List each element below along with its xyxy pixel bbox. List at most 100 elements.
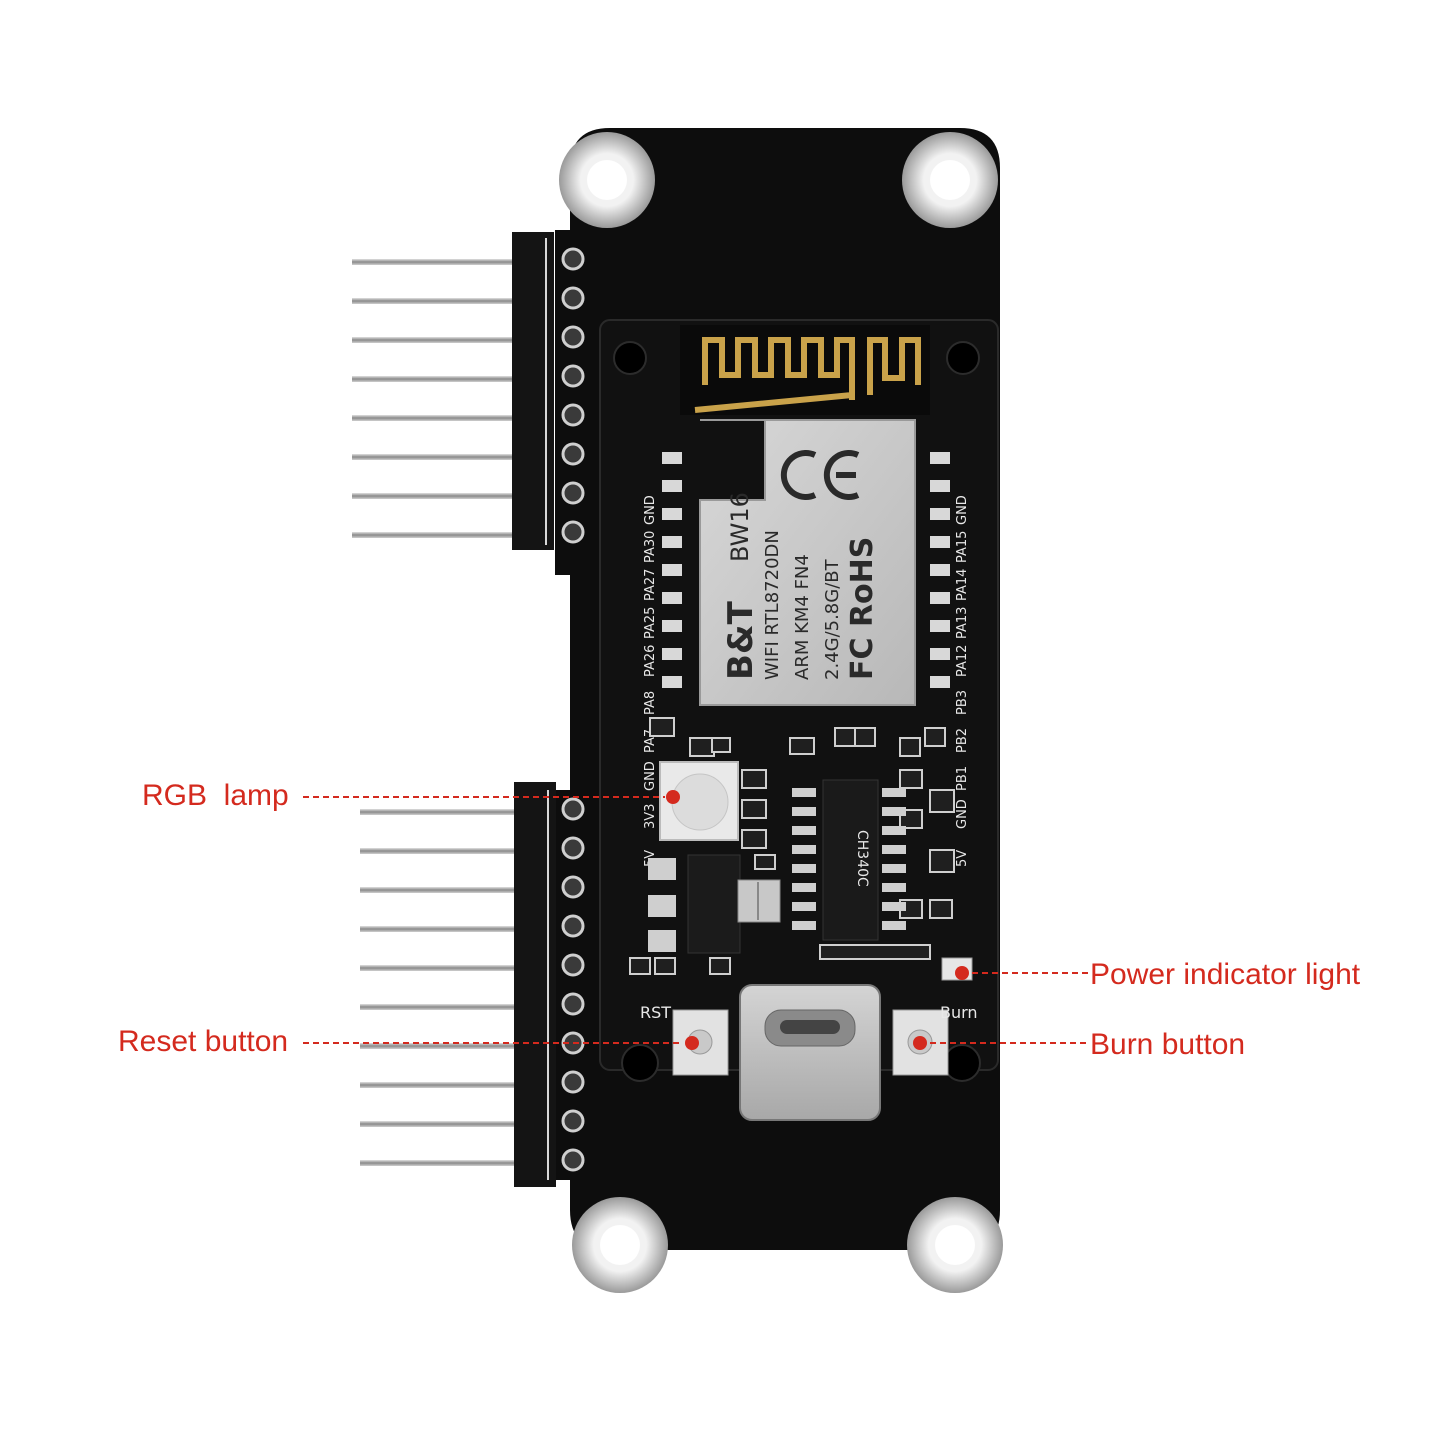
smd-part <box>741 829 767 849</box>
chip-leg <box>792 902 816 911</box>
chip-leg <box>882 883 906 892</box>
header-pin <box>352 493 512 499</box>
chip-leg <box>792 807 816 816</box>
smd-part <box>654 957 676 975</box>
usb-serial-chip: CH340C <box>822 779 879 941</box>
smd-part <box>649 717 675 737</box>
header-pin <box>360 1004 514 1010</box>
smd-part <box>689 737 715 757</box>
pin-label: PA30 <box>643 531 658 563</box>
smd-part <box>741 769 767 789</box>
module-pad <box>930 564 950 576</box>
pin-label: PA26 <box>643 645 658 677</box>
ce-mark-icon <box>780 450 860 500</box>
usb-c-connector[interactable] <box>739 984 881 1121</box>
mounting-hole-top-left <box>559 132 655 228</box>
smd-part <box>709 957 731 975</box>
module-pad <box>930 480 950 492</box>
pin-label: PA27 <box>643 569 658 601</box>
header-pin <box>352 415 512 421</box>
chip-leg <box>882 921 906 930</box>
module-pad <box>662 452 682 464</box>
callout-power-indicator <box>955 966 1088 980</box>
module-pad <box>930 592 950 604</box>
chip-leg <box>792 921 816 930</box>
header-pin <box>360 1082 514 1088</box>
pin-label: PA14 <box>955 569 970 601</box>
callout-burn-button <box>913 1036 1088 1050</box>
label-reset-button: Reset button <box>118 1025 289 1058</box>
callout-reset-button <box>303 1036 699 1050</box>
header-pin <box>352 376 512 382</box>
ic-mark: CH340C <box>854 830 870 887</box>
smd-part <box>629 957 651 975</box>
chip-leg <box>882 788 906 797</box>
pin-label: 3V3 <box>643 804 658 829</box>
chip-legs <box>792 788 906 930</box>
module-pad <box>662 648 682 660</box>
label-power-indicator: Power indicator light <box>1090 958 1361 991</box>
pin-label: GND <box>643 495 658 525</box>
module-band-line: 2.4G/5.8G/BT <box>822 558 843 680</box>
chip-leg <box>792 845 816 854</box>
header-pin <box>360 965 514 971</box>
header-pin <box>352 454 512 460</box>
pin-label: PA13 <box>955 607 970 639</box>
burn-button[interactable] <box>892 1009 949 1076</box>
smd-part <box>854 727 876 747</box>
smd-part <box>929 849 955 873</box>
voltage-regulator <box>648 854 741 954</box>
header-pin-pad <box>561 836 585 860</box>
header-pin-pad <box>561 1148 585 1172</box>
pin-label: GND <box>955 799 970 829</box>
header-pin-pad <box>561 875 585 899</box>
header-pin-pad <box>561 797 585 821</box>
pin-label: GND <box>955 495 970 525</box>
pin-label: GND <box>643 761 658 791</box>
smd-part <box>929 899 953 919</box>
mounting-hole-top-right <box>902 132 998 228</box>
pin-label: PA15 <box>955 531 970 563</box>
pin-label: PB1 <box>955 766 970 791</box>
header-pin <box>352 259 512 265</box>
smd-part <box>899 737 921 757</box>
module-pad <box>662 592 682 604</box>
smd-part <box>929 789 955 813</box>
reset-button[interactable] <box>672 1009 729 1076</box>
smd-components <box>629 717 955 975</box>
module-cert: FC RoHS <box>845 537 880 680</box>
header-pins-top <box>352 247 585 544</box>
smd-part <box>834 727 856 747</box>
burn-label: Burn <box>940 1003 978 1022</box>
header-housing-bottom <box>514 782 556 1187</box>
header-pin <box>360 809 514 815</box>
pin-label: PA12 <box>955 645 970 677</box>
module-model: BW16 <box>726 492 754 562</box>
smd-part <box>711 737 731 753</box>
header-pin <box>360 1043 514 1049</box>
header-pins-bottom <box>360 797 585 1172</box>
header-pin <box>352 298 512 304</box>
module-wifi-line: WIFI RTL8720DN <box>762 530 783 680</box>
pin-label: PA25 <box>643 607 658 639</box>
header-pin-pad <box>561 325 585 349</box>
smd-part <box>819 944 931 960</box>
module-pad <box>662 564 682 576</box>
chip-leg <box>882 902 906 911</box>
module-solder-pads <box>662 452 950 688</box>
header-pin <box>360 926 514 932</box>
header-pin-pad <box>561 403 585 427</box>
module-pad <box>662 480 682 492</box>
header-pin <box>360 1121 514 1127</box>
smd-part <box>789 737 815 755</box>
module-pad <box>662 676 682 688</box>
smd-part <box>754 854 776 870</box>
module-pad <box>662 536 682 548</box>
header-pin-pad <box>561 247 585 271</box>
pin-label: PB3 <box>955 690 970 715</box>
header-pin <box>360 1160 514 1166</box>
rst-label: RST <box>640 1003 671 1022</box>
chip-leg <box>792 788 816 797</box>
